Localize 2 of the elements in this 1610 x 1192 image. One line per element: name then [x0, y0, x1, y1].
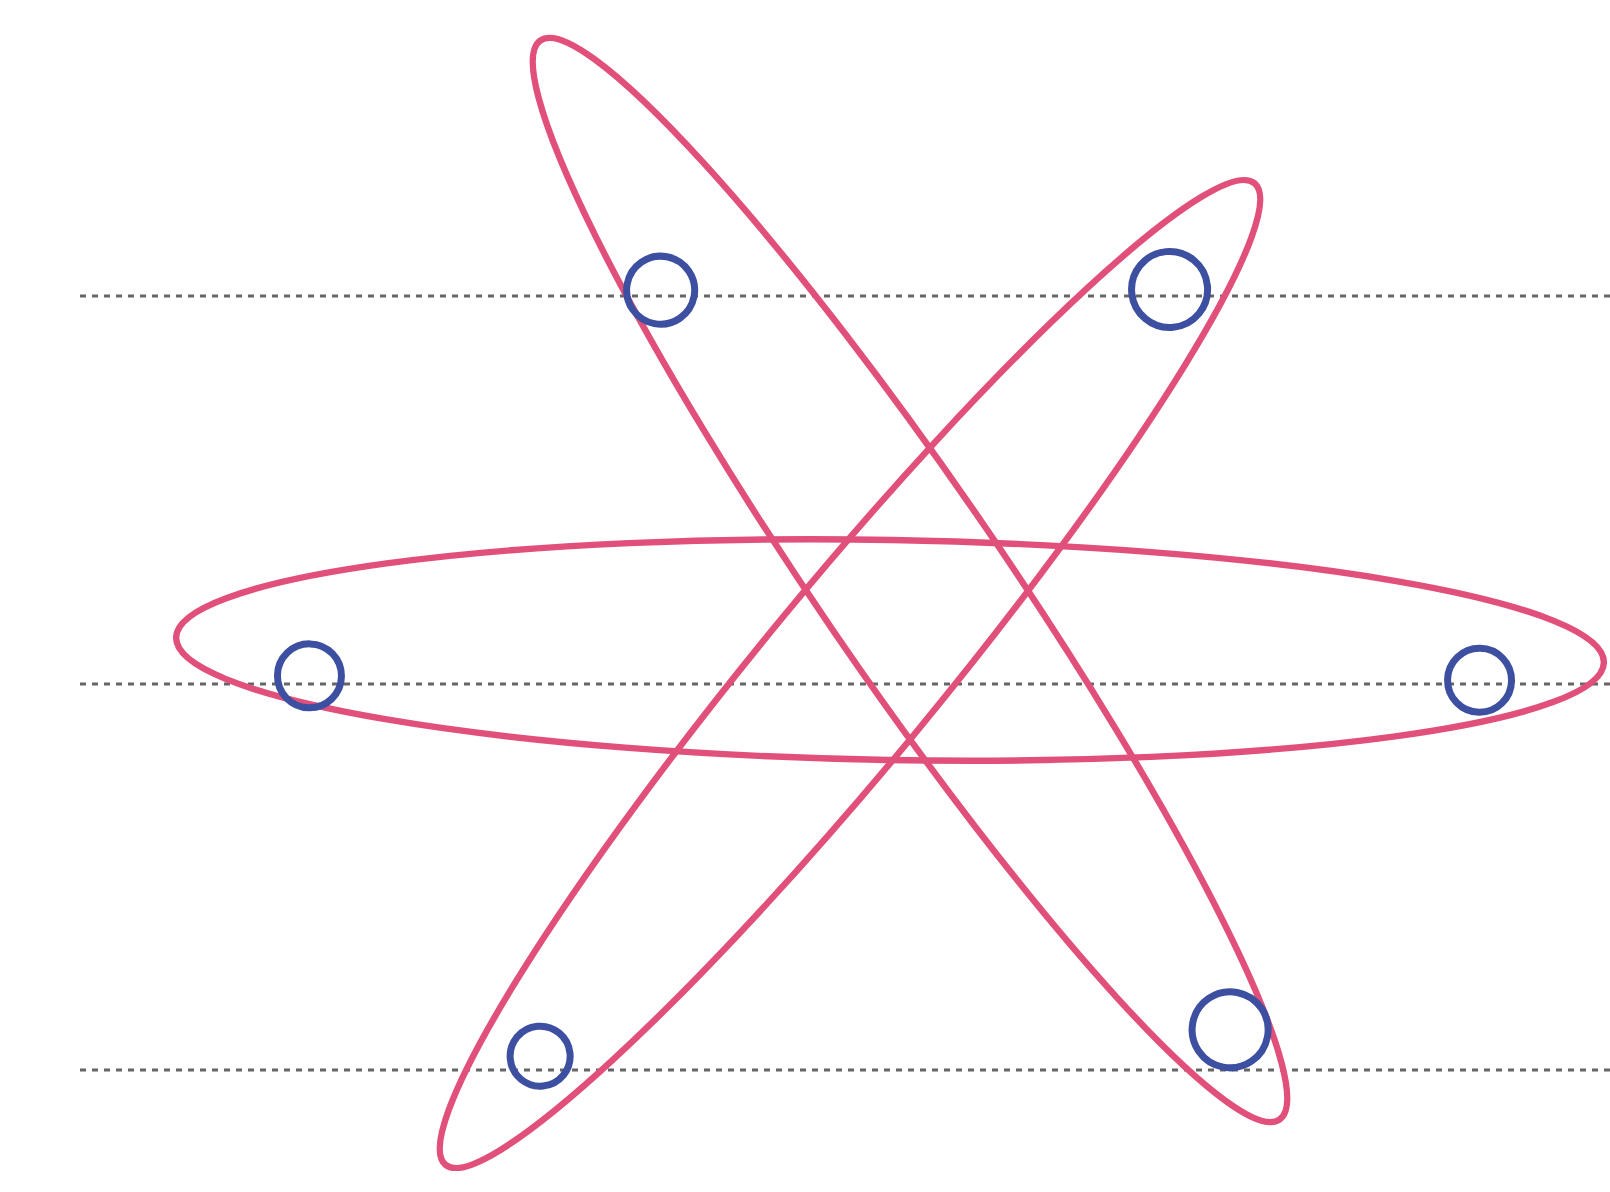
- circle: [269, 635, 351, 717]
- circle: [1439, 639, 1521, 721]
